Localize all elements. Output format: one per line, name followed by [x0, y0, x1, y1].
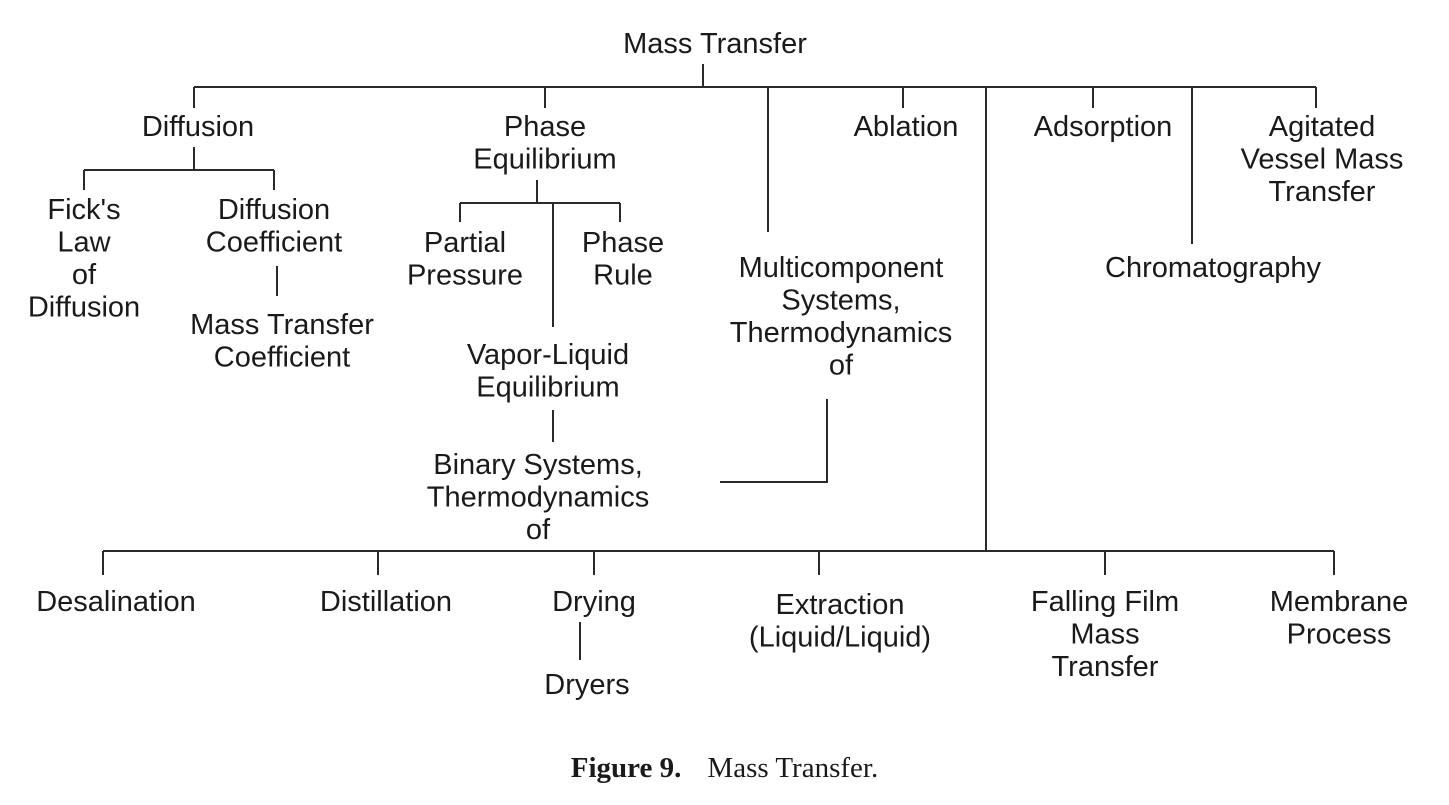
node-mass-transfer: Mass Transfer [623, 28, 807, 60]
node-binary-systems-line-1: Binary Systems, [433, 449, 643, 481]
node-adsorption: Adsorption [1034, 111, 1173, 143]
figure-caption: Figure 9. Mass Transfer. [0, 752, 1449, 785]
node-vapor-liquid-equilibrium-line-2: Equilibrium [476, 372, 619, 404]
node-binary-systems-line-3: of [526, 514, 551, 546]
node-dryers-line-1: Dryers [544, 669, 629, 701]
node-drying: Drying [552, 586, 636, 618]
node-dryers: Dryers [544, 669, 629, 701]
node-agitated-vessel-mass-transfer-line-1: Agitated [1269, 111, 1375, 143]
node-chromatography-line-1: Chromatography [1105, 252, 1321, 284]
node-membrane-process-line-1: Membrane [1270, 586, 1409, 618]
node-diffusion-line-1: Diffusion [142, 111, 254, 143]
node-ficks-law-line-1: Fick's [47, 194, 120, 226]
node-desalination-line-1: Desalination [36, 586, 196, 618]
figure-caption-text: Mass Transfer. [707, 752, 879, 784]
node-distillation-line-1: Distillation [320, 586, 452, 618]
node-partial-pressure-line-1: Partial [424, 227, 506, 259]
node-falling-film-mass-transfer-line-1: Falling Film [1031, 586, 1179, 618]
node-agitated-vessel-mass-transfer-line-2: Vessel Mass [1241, 144, 1404, 176]
node-mass-transfer-line-1: Mass Transfer [623, 28, 807, 60]
node-vapor-liquid-equilibrium-line-1: Vapor-Liquid [467, 339, 629, 371]
node-membrane-process-line-2: Process [1287, 619, 1392, 651]
node-diffusion: Diffusion [142, 111, 254, 143]
node-phase-equilibrium-line-1: Phase [504, 111, 586, 143]
node-falling-film-mass-transfer-line-3: Transfer [1052, 651, 1159, 683]
node-partial-pressure-line-2: Pressure [407, 260, 523, 292]
node-extraction-line-1: Extraction [776, 589, 905, 621]
node-chromatography: Chromatography [1105, 252, 1321, 284]
node-drying-line-1: Drying [552, 586, 636, 618]
node-phase-rule-line-1: Phase [582, 227, 664, 259]
node-phase-equilibrium-line-2: Equilibrium [473, 144, 616, 176]
connector-lines [83, 64, 1335, 660]
node-ficks-law-line-3: of [72, 259, 97, 291]
node-falling-film-mass-transfer-line-2: Mass [1070, 619, 1139, 651]
node-extraction-line-2: (Liquid/Liquid) [749, 622, 931, 654]
node-ficks-law-line-4: Diffusion [28, 292, 140, 324]
connector-multicomponent-binary [720, 399, 828, 483]
node-ablation-line-1: Ablation [854, 111, 959, 143]
node-diffusion-coefficient-line-1: Diffusion [218, 194, 330, 226]
node-multicomponent-systems-line-1: Multicomponent [739, 252, 944, 284]
node-adsorption-line-1: Adsorption [1034, 111, 1173, 143]
node-binary-systems-line-2: Thermodynamics [427, 482, 649, 514]
node-multicomponent-systems-line-3: Thermodynamics [730, 317, 952, 349]
node-mass-transfer-coefficient-line-2: Coefficient [214, 342, 351, 374]
node-mass-transfer-coefficient-line-1: Mass Transfer [190, 309, 374, 341]
node-multicomponent-systems-line-2: Systems, [781, 285, 900, 317]
node-ablation: Ablation [854, 111, 959, 143]
node-diffusion-coefficient-line-2: Coefficient [206, 227, 343, 259]
node-phase-rule-line-2: Rule [593, 260, 653, 292]
figure-caption-label: Figure 9. [570, 752, 682, 784]
node-distillation: Distillation [320, 586, 452, 618]
node-agitated-vessel-mass-transfer-line-3: Transfer [1269, 176, 1376, 208]
node-ficks-law-line-2: Law [57, 227, 111, 259]
node-desalination: Desalination [36, 586, 196, 618]
node-multicomponent-systems-line-4: of [829, 350, 854, 382]
node-extraction: Extraction(Liquid/Liquid) [749, 589, 931, 654]
